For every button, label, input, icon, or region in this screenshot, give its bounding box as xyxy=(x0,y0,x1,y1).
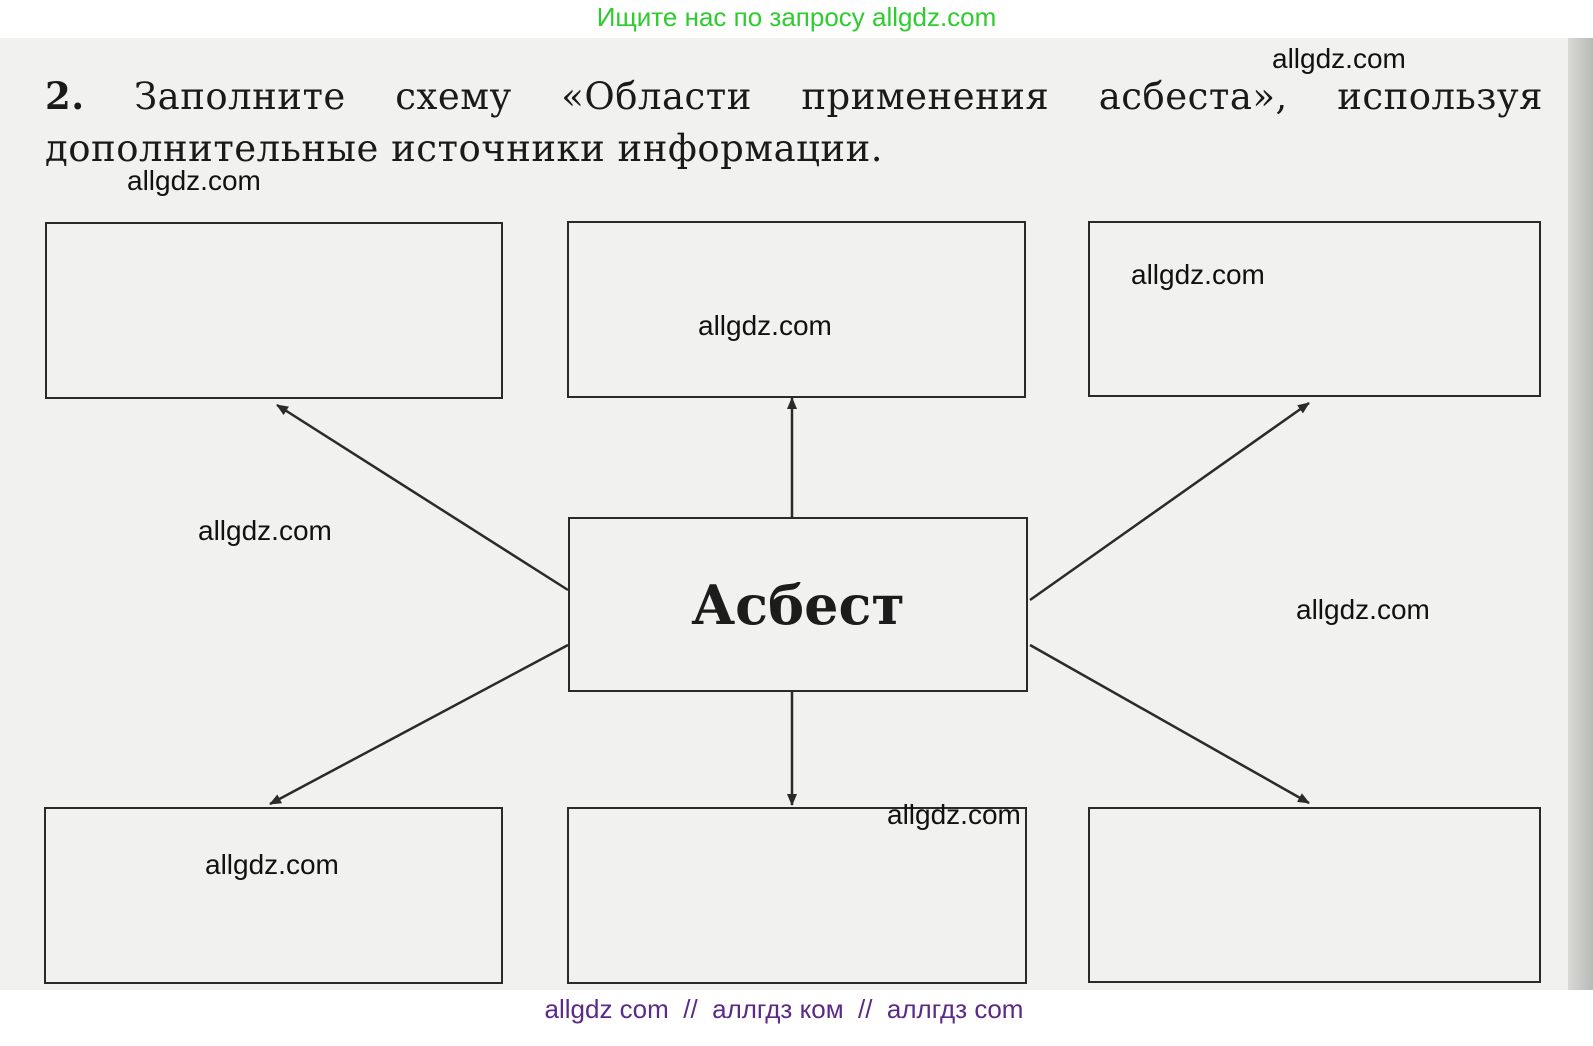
watermark: allgdz.com xyxy=(198,515,332,546)
answer-box-bottom-left[interactable] xyxy=(44,807,503,984)
watermark: allgdz.com xyxy=(887,799,1021,830)
site-footer-banner[interactable]: allgdz com // аллгдз ком // аллгдз com xyxy=(544,994,1024,1024)
task-number: 2. xyxy=(45,74,85,118)
watermark: allgdz.com xyxy=(1131,259,1265,290)
watermark: allgdz.com xyxy=(1272,43,1406,74)
arrow-to-bottom-right xyxy=(1029,643,1310,805)
answer-box-bottom-right[interactable] xyxy=(1088,807,1541,983)
task-line-1-text: Заполните схему «Области применения асбе… xyxy=(134,75,1544,118)
task-line-2: дополнительные источники информации. xyxy=(45,127,884,170)
arrow-to-bottom-left xyxy=(269,643,569,806)
arrow-to-top-left xyxy=(276,403,569,592)
watermark: allgdz.com xyxy=(205,849,339,880)
answer-box-bottom-center[interactable] xyxy=(567,807,1027,984)
task-text: 2. Заполните схему «Области применения а… xyxy=(45,70,1543,175)
arrow-to-top-right xyxy=(1029,401,1310,602)
search-banner[interactable]: Ищите нас по запросу allgdz.com xyxy=(596,2,997,32)
task-line-1: 2. Заполните схему «Области применения а… xyxy=(45,70,1543,123)
watermark: allgdz.com xyxy=(1296,594,1430,625)
watermark: allgdz.com xyxy=(127,165,261,196)
center-box xyxy=(568,517,1028,692)
page-edge-shadow xyxy=(1568,38,1593,990)
watermark: allgdz.com xyxy=(698,310,832,341)
answer-box-top-right[interactable] xyxy=(1088,221,1541,397)
answer-box-top-left[interactable] xyxy=(45,222,503,399)
answer-box-top-center[interactable] xyxy=(567,221,1026,398)
